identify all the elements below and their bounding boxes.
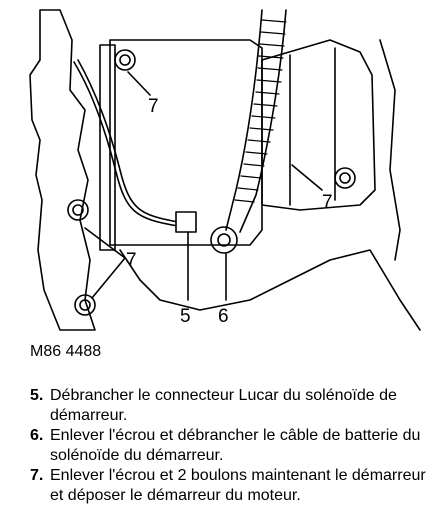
step-number: 6.: [30, 427, 44, 444]
lucar-connector: [175, 211, 197, 233]
leader-7-right: [291, 164, 323, 191]
bolt-bottom: [74, 294, 96, 316]
callout-7-right: 7: [322, 192, 333, 213]
instruction-step: 6. Enlever l'écrou et débrancher le câbl…: [30, 426, 442, 466]
starter-flange: [99, 44, 116, 251]
step-text: Enlever l'écrou et 2 boulons maintenant …: [50, 467, 426, 504]
step-number: 7.: [30, 467, 44, 484]
engine-block-outline: [29, 9, 96, 331]
starter-motor-illustration: 7 7 7 5 6: [29, 9, 421, 331]
bolt-left: [67, 199, 89, 221]
bolt-right: [334, 167, 356, 189]
callout-6: 6: [218, 306, 229, 327]
step-text: Débrancher le connecteur Lucar du soléno…: [50, 387, 397, 424]
starter-body-outline: [109, 39, 263, 246]
step-number: 5.: [30, 387, 44, 404]
callout-5: 5: [180, 306, 191, 327]
solenoid-housing: [261, 39, 376, 211]
instruction-step: 5. Débrancher le connecteur Lucar du sol…: [30, 386, 442, 426]
leader-7-left-a: [84, 227, 126, 259]
solenoid-nut: [210, 226, 238, 254]
instruction-step: 7. Enlever l'écrou et 2 boulons maintena…: [30, 466, 442, 506]
callout-7-top: 7: [148, 96, 159, 117]
step-text: Enlever l'écrou et débrancher le câble d…: [50, 427, 421, 464]
instruction-list: 5. Débrancher le connecteur Lucar du sol…: [30, 386, 442, 506]
bolt-top: [114, 49, 136, 71]
figure-code: M86 4488: [30, 343, 102, 360]
lower-casing: [119, 249, 421, 331]
leader-7-left-b: [91, 257, 126, 299]
wire-harness: [77, 59, 179, 223]
callout-7-left: 7: [126, 250, 137, 271]
battery-cable-outline: [225, 9, 263, 231]
leader-7-top: [127, 71, 151, 96]
